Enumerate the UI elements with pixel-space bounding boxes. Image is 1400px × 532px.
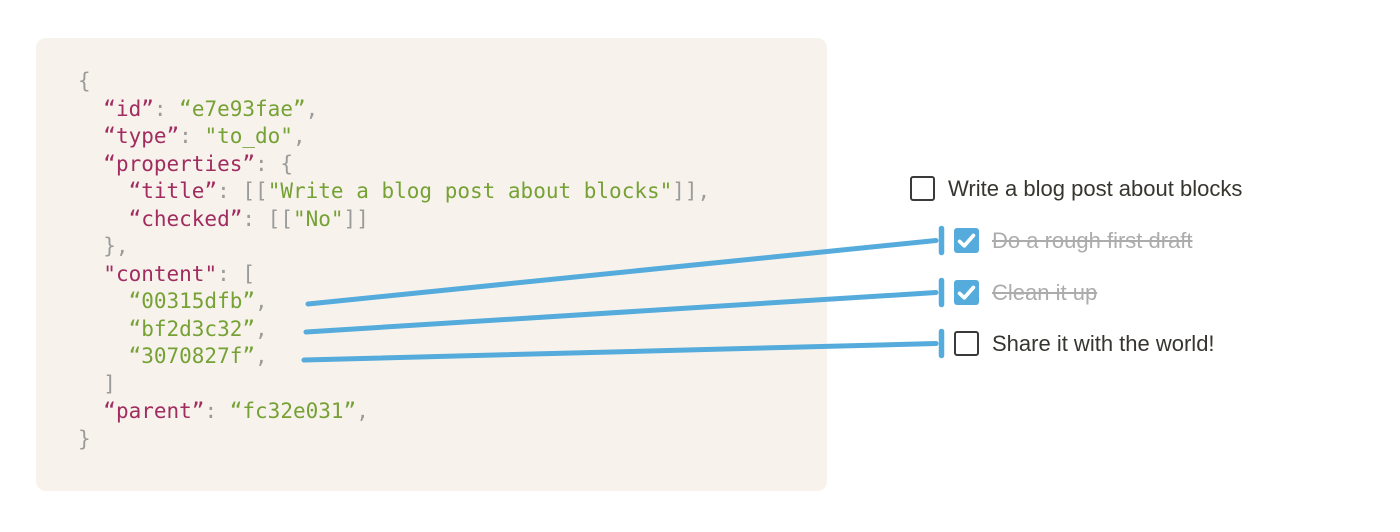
code-content: { “id”: “e7e93fae”, “type”: "to_do", “pr… <box>36 38 827 453</box>
code-line: "content": [ <box>103 261 256 286</box>
checkbox-checked[interactable] <box>954 280 979 305</box>
code-line: ] <box>78 371 116 396</box>
code-line: “bf2d3c32”, <box>128 316 268 341</box>
code-line: “parent”: “fc32e031”, <box>103 399 369 423</box>
code-line: “type”: "to_do", <box>103 124 306 148</box>
todo-item-label: Clean it up <box>992 280 1098 305</box>
code-line: “properties”: { <box>103 151 293 176</box>
todo-list: Write a blog post about blocks Do a roug… <box>910 176 1350 376</box>
todo-item[interactable]: Write a blog post about blocks <box>910 176 1242 201</box>
checkmark-icon <box>957 233 976 248</box>
code-line: “title”: [["Write a blog post about bloc… <box>128 179 711 203</box>
todo-item[interactable]: Share it with the world! <box>954 331 1215 356</box>
checkbox-unchecked[interactable] <box>954 331 979 356</box>
code-line: “00315dfb”, <box>128 289 268 313</box>
checkbox-unchecked[interactable] <box>910 176 935 201</box>
todo-item-label: Do a rough first draft <box>992 228 1193 253</box>
todo-item-label: Write a blog post about blocks <box>948 176 1243 201</box>
todo-item[interactable]: Do a rough first draft <box>954 228 1193 253</box>
todo-item-label: Share it with the world! <box>992 331 1215 356</box>
code-line: “id”: “e7e93fae”, <box>103 96 319 121</box>
code-line: { <box>78 69 91 93</box>
code-line: “3070827f”, <box>128 344 268 368</box>
json-code-block: { “id”: “e7e93fae”, “type”: "to_do", “pr… <box>36 38 827 491</box>
checkbox-checked[interactable] <box>954 228 979 253</box>
code-line: }, <box>78 234 129 258</box>
code-line: “checked”: [["No"]] <box>128 206 369 231</box>
checkmark-icon <box>957 285 976 300</box>
todo-item[interactable]: Clean it up <box>954 280 1097 305</box>
code-line: } <box>78 426 91 451</box>
